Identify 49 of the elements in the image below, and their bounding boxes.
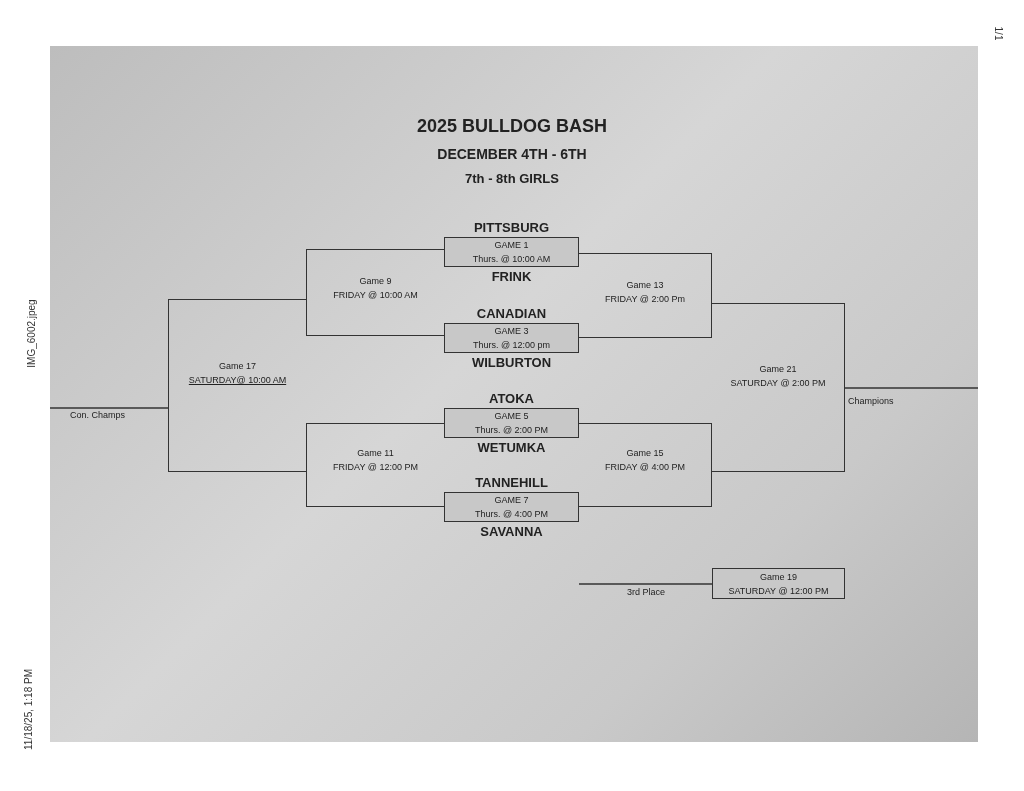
file-name: IMG_6002.jpeg <box>25 299 37 368</box>
team-name: TANNEHILL <box>475 475 548 490</box>
game-number: Game 11 <box>357 447 394 460</box>
game-time: FRIDAY @ 4:00 PM <box>605 461 685 474</box>
game-time: SATURDAY@ 10:00 AM <box>188 374 287 387</box>
game-time: Thurs. @ 12:00 pm <box>472 339 551 352</box>
game-time: FRIDAY @ 12:00 PM <box>333 461 418 474</box>
bracket-box <box>579 253 712 338</box>
game-number: Game 9 <box>359 275 392 288</box>
bracket-box <box>579 423 712 507</box>
game-time: Thurs. @ 4:00 PM <box>474 508 549 521</box>
team-name: WETUMKA <box>477 440 546 455</box>
game-number: GAME 1 <box>494 239 529 252</box>
game-time: FRIDAY @ 10:00 AM <box>333 289 418 302</box>
game-time: Thurs. @ 2:00 PM <box>474 424 549 437</box>
team-name: PITTSBURG <box>473 220 550 235</box>
game-time: SATURDAY @ 12:00 PM <box>728 584 829 598</box>
subtitle: DECEMBER 4TH - 6TH <box>437 146 587 162</box>
game-time: FRIDAY @ 2:00 Pm <box>605 293 685 306</box>
game-number: Game 21 <box>759 363 797 376</box>
title: 2025 BULLDOG BASH <box>416 116 607 137</box>
game-number: Game 13 <box>626 279 664 292</box>
team-name: WILBURTON <box>471 355 552 370</box>
edge-label: Champions <box>848 396 894 406</box>
game-number: GAME 3 <box>494 325 529 338</box>
timestamp: 11/18/25, 1:18 PM <box>23 669 34 750</box>
team-name: FRINK <box>491 269 532 284</box>
edge-label: 3rd Place <box>627 587 666 597</box>
team-name: SAVANNA <box>480 524 543 539</box>
game-number: Game 17 <box>219 360 256 373</box>
game-number: GAME 5 <box>494 410 529 423</box>
game-number: Game 15 <box>626 447 664 460</box>
game-number: Game 19 <box>760 570 797 584</box>
game-box <box>712 568 845 599</box>
bracket-box <box>168 299 306 472</box>
bracket-line <box>578 583 713 585</box>
edge-label: Con. Champs <box>70 410 126 420</box>
bracket-box <box>306 423 444 507</box>
game-number: GAME 7 <box>494 494 529 507</box>
bracket-line <box>49 407 169 409</box>
team-name: CANADIAN <box>476 306 547 321</box>
team-name: ATOKA <box>489 391 534 406</box>
subtitle: 7th - 8th GIRLS <box>465 171 559 186</box>
bracket-box <box>306 249 444 336</box>
page-number: 1/1 <box>993 26 1005 41</box>
game-time: SATURDAY @ 2:00 PM <box>730 377 826 390</box>
bracket-line <box>844 387 979 389</box>
game-time: Thurs. @ 10:00 AM <box>472 253 551 266</box>
bracket-box <box>712 303 845 472</box>
